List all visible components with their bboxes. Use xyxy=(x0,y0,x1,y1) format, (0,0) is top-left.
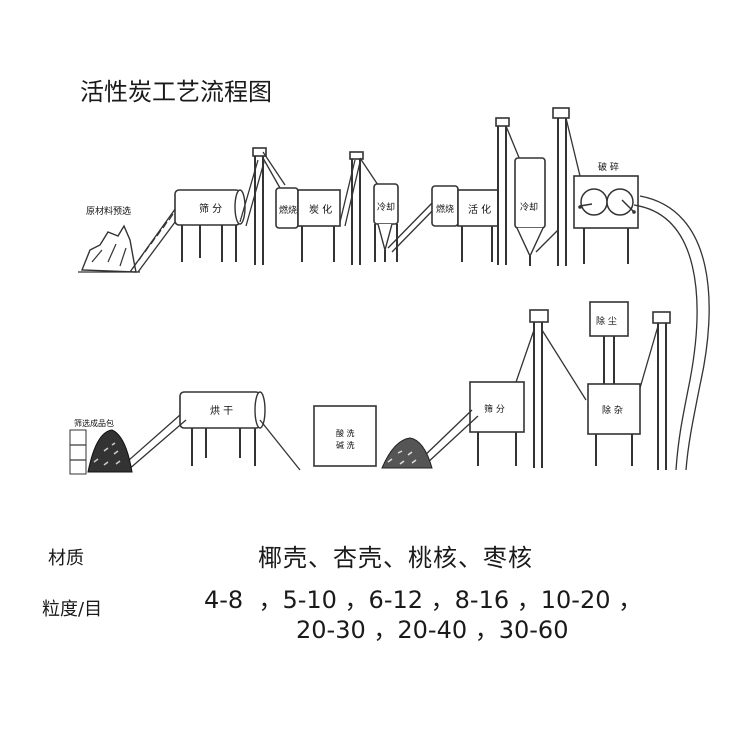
material-label: 材质 xyxy=(48,548,84,569)
raw-material-label: 原材料预选 xyxy=(86,205,131,217)
cooler-2 xyxy=(514,157,546,266)
granule-pile-middle xyxy=(381,437,433,469)
remove-iron-box xyxy=(589,301,629,384)
elevator-4 xyxy=(535,107,581,266)
finished-product-pile xyxy=(69,429,133,475)
remove-iron-label: 除 尘 xyxy=(596,315,617,327)
activate-box xyxy=(457,189,499,262)
sieve-1-label: 筛 分 xyxy=(199,202,222,215)
sieve-2-label: 筛 分 xyxy=(484,403,505,415)
wash-box xyxy=(313,405,377,467)
return-conveyor xyxy=(633,195,710,471)
sieve-1-machine xyxy=(174,189,246,262)
grain-size-label: 粒度/目 xyxy=(42,599,103,620)
elevator-5 xyxy=(639,311,671,470)
cooler-2-label: 冷却 xyxy=(520,201,538,213)
dryer-machine xyxy=(179,391,266,466)
remove-impurity-box xyxy=(587,383,641,466)
conveyor-7 xyxy=(119,414,187,471)
diagram-title: 活性炭工艺流程图 xyxy=(80,78,272,106)
material-values: 椰壳、杏壳、桃核、枣核 xyxy=(258,544,533,572)
activate-label: 活 化 xyxy=(468,203,491,216)
wash-label-1: 酸 洗 xyxy=(336,428,355,438)
carbonize-box xyxy=(297,189,341,262)
carbonize-label: 炭 化 xyxy=(309,203,332,216)
elevator-2 xyxy=(349,151,379,265)
elevator-3 xyxy=(495,117,521,265)
dryer-label: 烘 干 xyxy=(210,405,233,417)
elevator-6 xyxy=(514,309,587,468)
conveyor-4 xyxy=(387,199,436,249)
cooler-1-label: 冷却 xyxy=(377,201,395,213)
conveyor-6 xyxy=(259,419,301,471)
wash-label-2: 碱 洗 xyxy=(336,440,355,450)
package-label: 筛选成品包 xyxy=(74,418,114,428)
elevator-1 xyxy=(252,147,286,265)
cooler-1 xyxy=(373,183,399,262)
remove-impurity-label: 除 杂 xyxy=(602,404,623,416)
crusher xyxy=(573,175,639,264)
burn-1-label: 燃烧 xyxy=(279,204,297,216)
grain-size-values-line-2: 20-30 ，20-40 ，30-60 xyxy=(296,616,569,644)
raw-material-pile xyxy=(78,224,140,273)
grain-size-values-line-1: 4-8 ，5-10 ，6-12 ，8-16 ，10-20 ， xyxy=(204,586,643,614)
sieve-2-box xyxy=(469,381,525,466)
conveyor-5 xyxy=(419,409,473,461)
burn-2-label: 燃烧 xyxy=(436,203,454,215)
crusher-label: 破 碎 xyxy=(598,161,619,173)
